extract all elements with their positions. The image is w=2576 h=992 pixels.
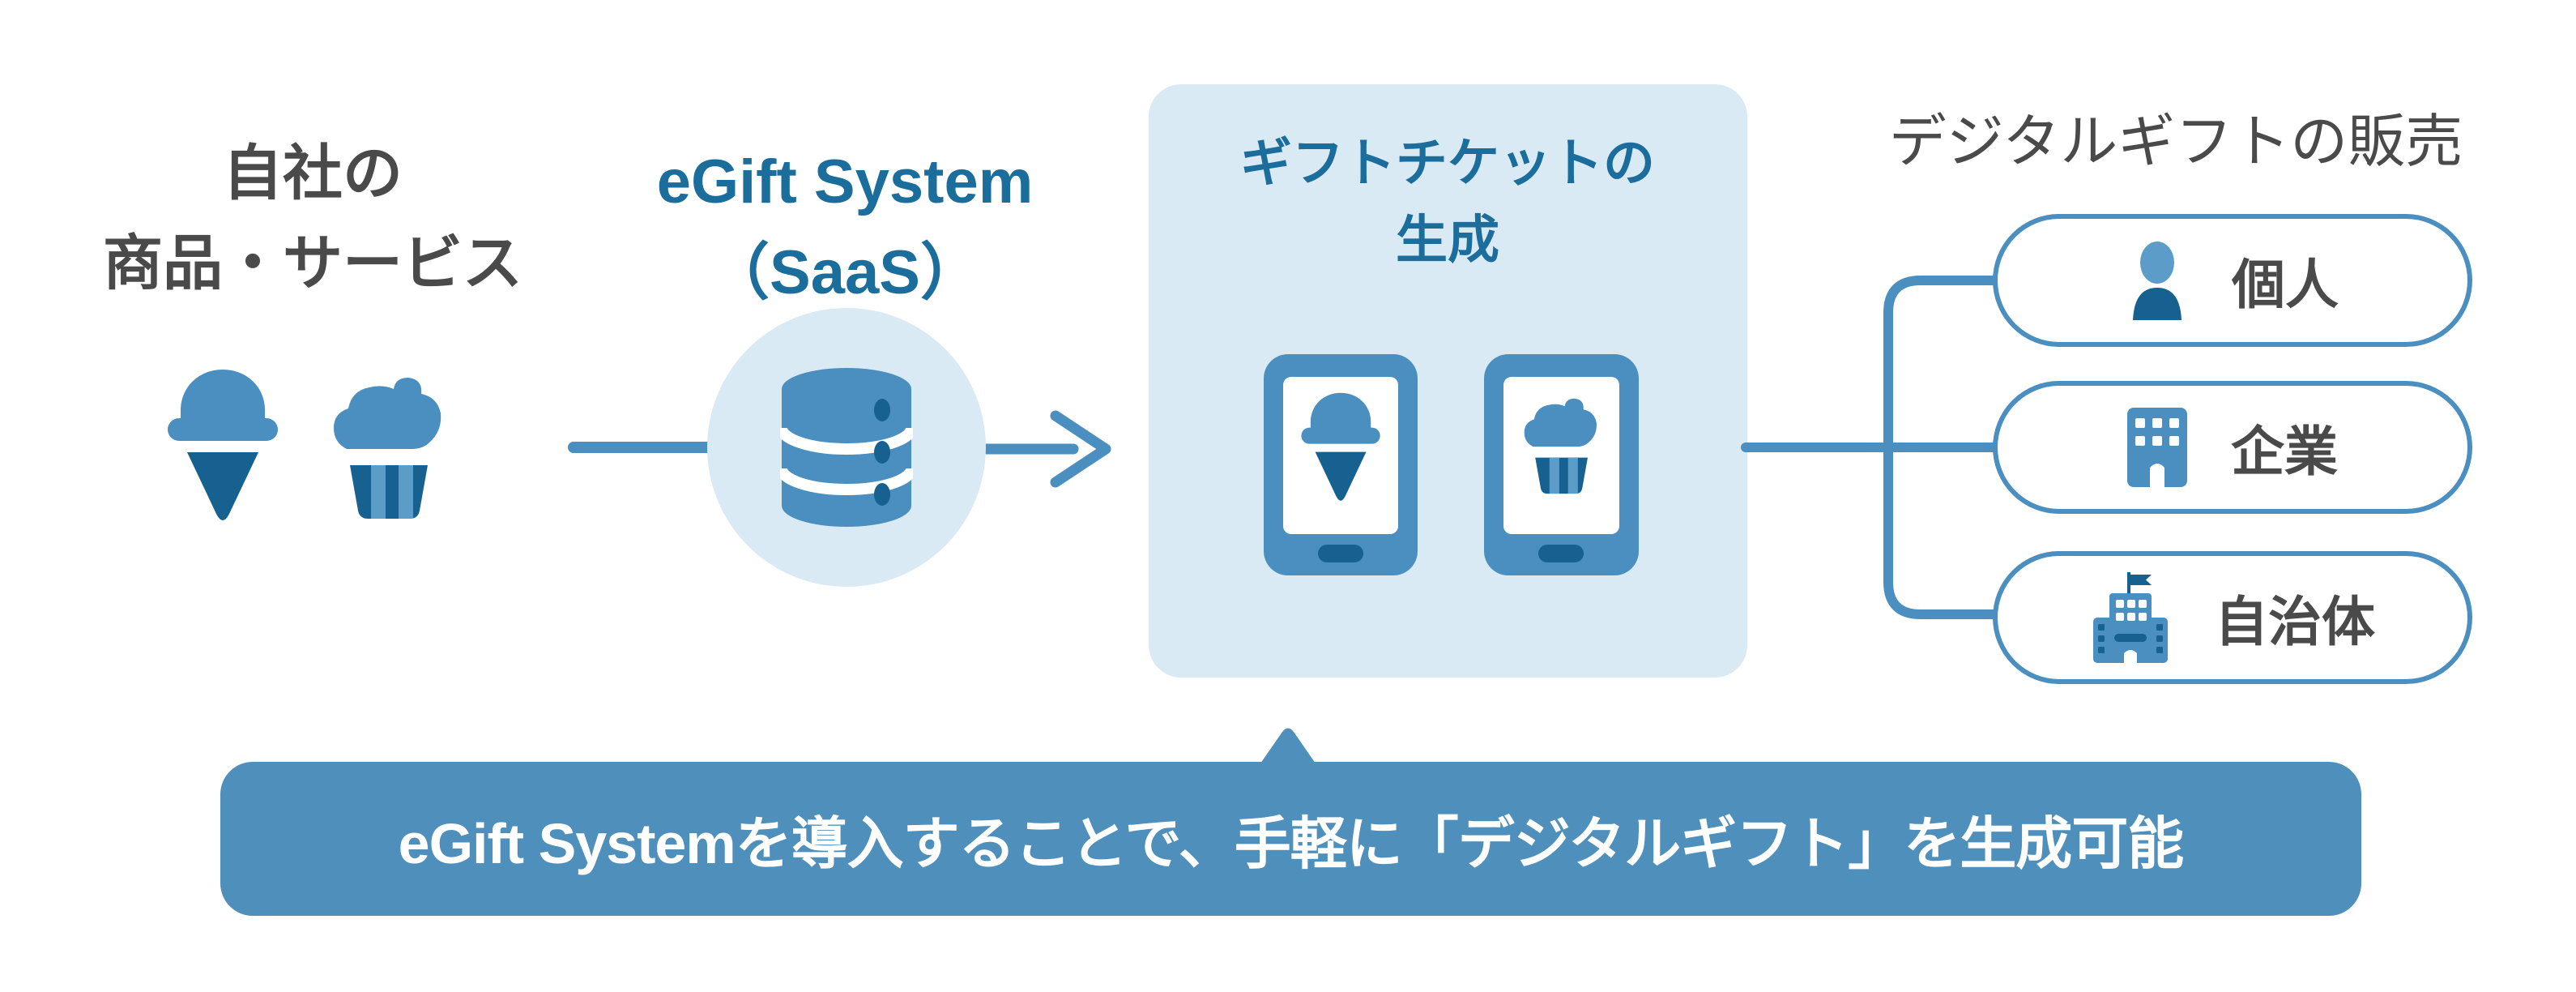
office-building-icon [2127,408,2187,487]
sales-title: デジタルギフトの販売 [1888,110,2463,174]
system-title: eGift System （SaaS） [561,137,1128,319]
channel-company-label: 企業 [2231,421,2338,481]
channel-company: 企業 [1993,381,2472,514]
cupcake-icon [334,378,441,519]
channel-municipality: 自治体 [1993,551,2472,684]
system-title-line2: （SaaS） [708,238,982,307]
smartphone-ice-cream-icon [1264,354,1418,575]
channel-municipality-label: 自治体 [2215,592,2375,652]
system-title-line1: eGift System [656,148,1034,216]
source-title-line2: 商品・サービス [103,229,522,297]
source-title: 自社の 商品・サービス [29,128,596,308]
generation-title-line1: ギフトチケットの [1240,134,1655,192]
channel-connector-lines [1741,276,2002,619]
ice-cream-icon [168,370,278,520]
person-icon [2133,242,2181,320]
generation-title-line2: 生成 [1396,211,1499,269]
gift-ticket-generation-panel [1149,84,1747,678]
generation-title: ギフトチケットの 生成 [1164,125,1731,279]
channel-individual-label: 個人 [2232,254,2339,314]
database-icon [780,368,913,527]
source-title-line1: 自社の [223,139,403,207]
banner-pointer [1260,728,1316,763]
summary-banner: eGift Systemを導入することで、手軽に「デジタルギフト」を生成可能 [220,762,2361,916]
channel-individual: 個人 [1993,214,2472,347]
summary-banner-text: eGift Systemを導入することで、手軽に「デジタルギフト」を生成可能 [398,811,2185,875]
arrow-source-to-system [568,442,736,453]
smartphone-cupcake-icon [1484,354,1639,575]
government-building-icon [2093,572,2168,663]
